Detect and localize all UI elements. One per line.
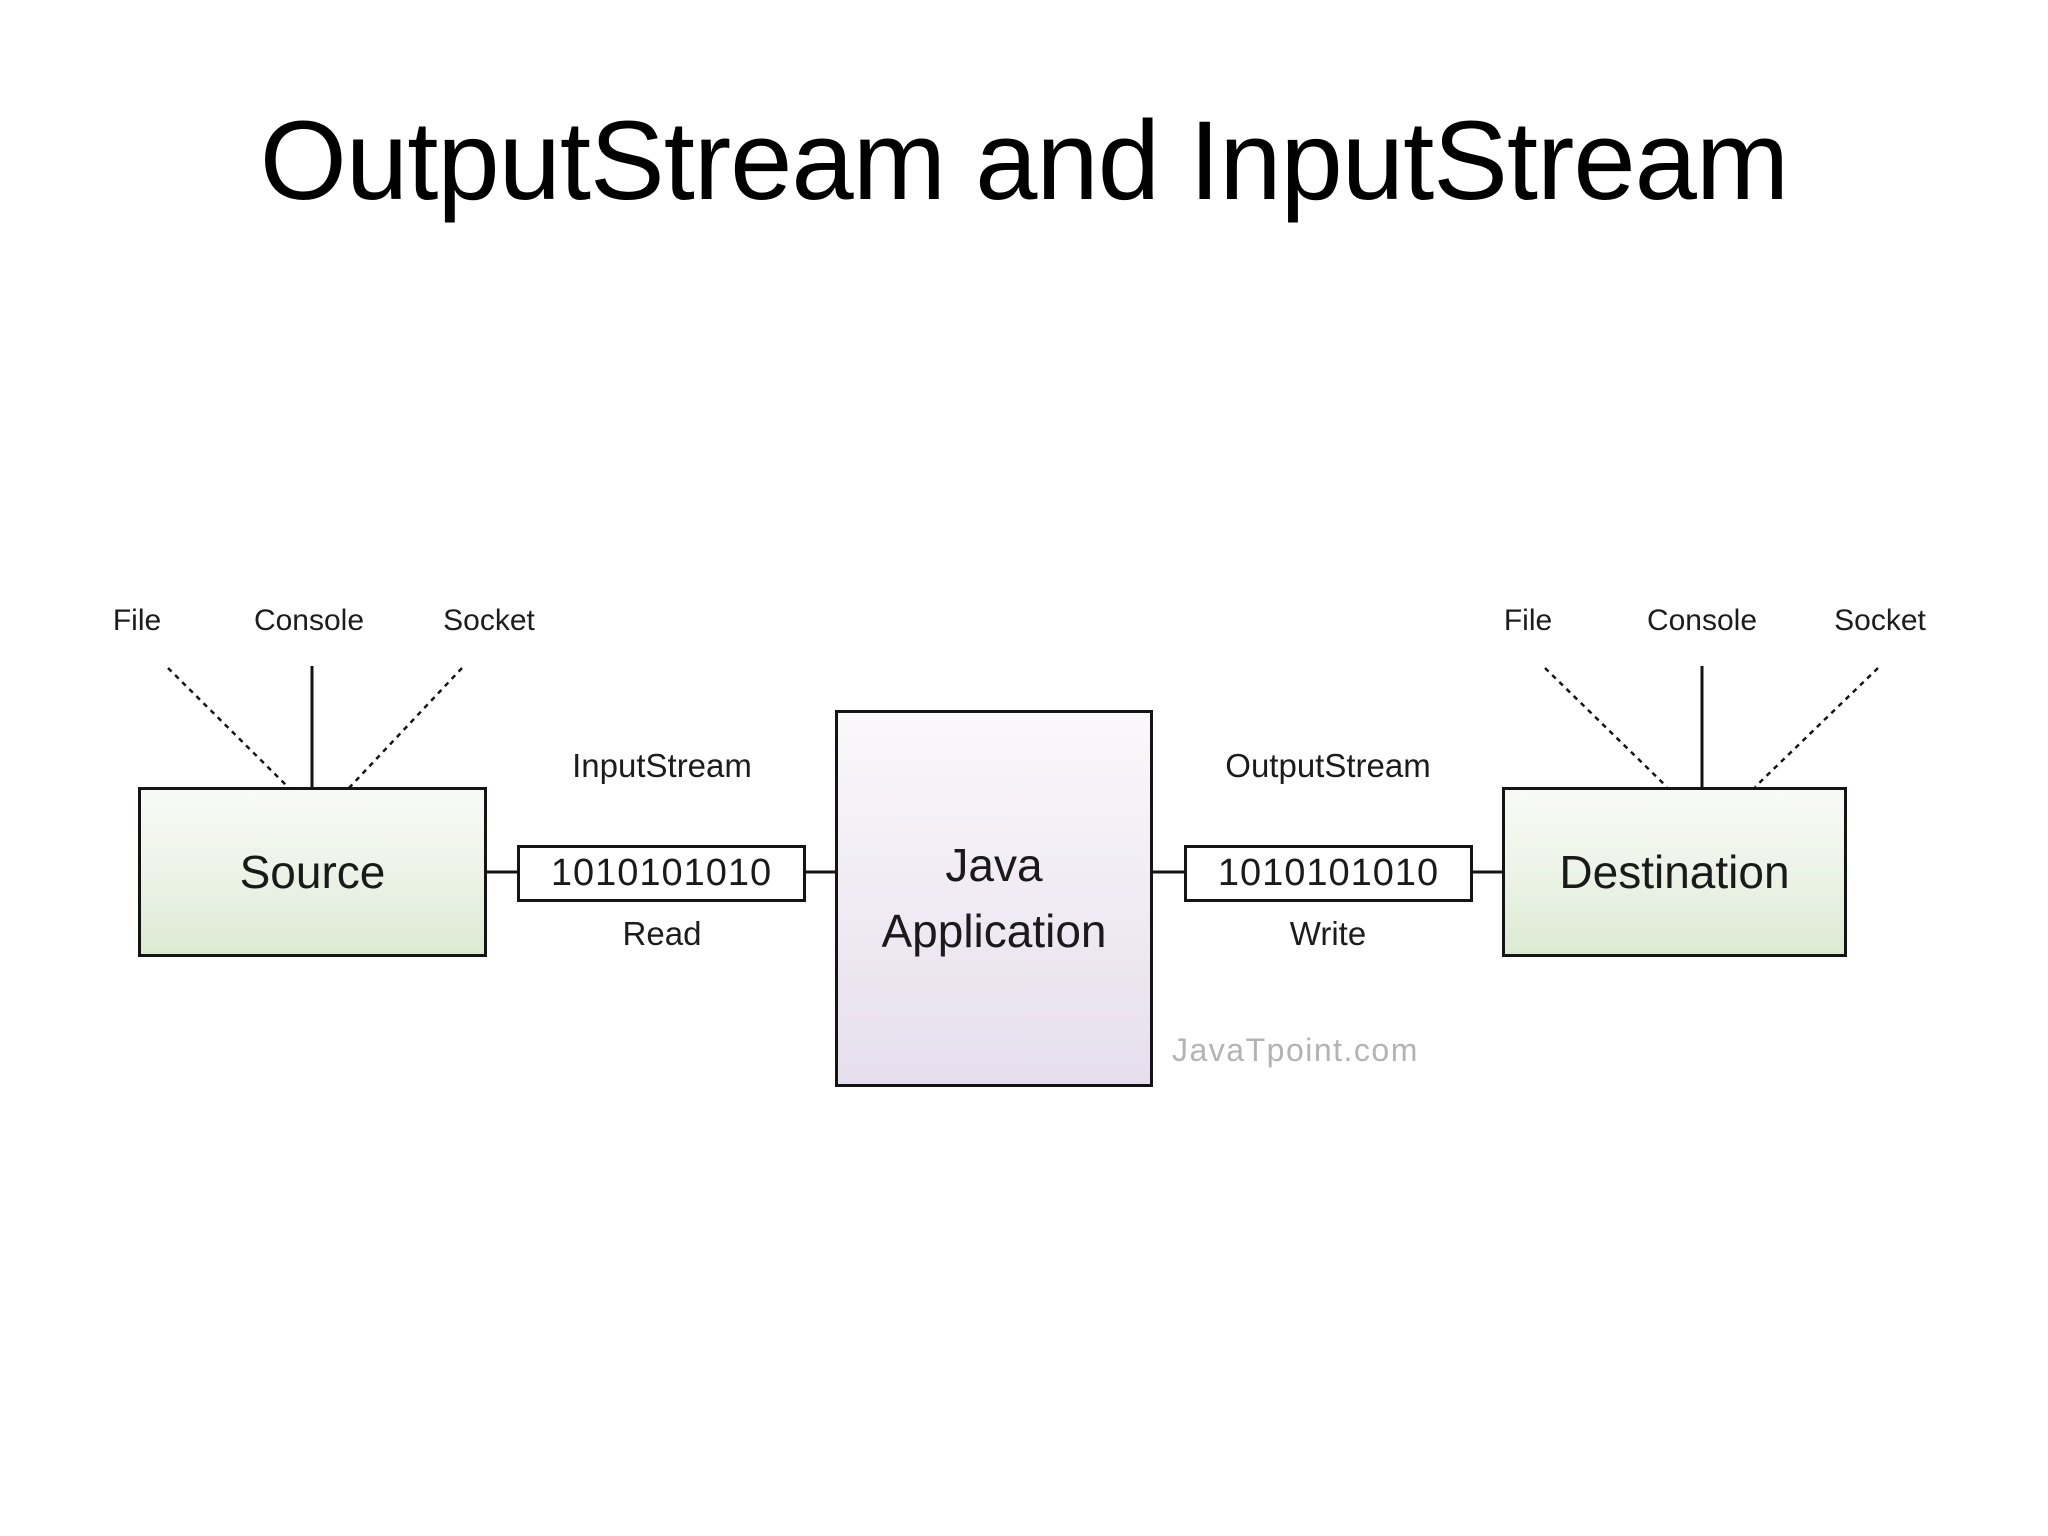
java-application-label: Java Application — [881, 833, 1106, 964]
output-stream-label: OutputStream — [1225, 747, 1431, 784]
input-bits-value: 1010101010 — [550, 852, 773, 894]
java-application-box: Java Application — [835, 710, 1153, 1087]
watermark: JavaTpoint.com — [1172, 1032, 1419, 1068]
source-endpoint-label-console: Console — [253, 604, 365, 637]
destination-box: Destination — [1502, 787, 1847, 957]
input-bits-box: 1010101010 — [517, 845, 806, 902]
dest-endpoint-label-console: Console — [1646, 604, 1758, 637]
read-label: Read — [622, 915, 702, 952]
dest-endpoint-label-socket: Socket — [1834, 604, 1926, 637]
dest-file-line — [1544, 667, 1668, 788]
source-endpoint-label-socket: Socket — [443, 604, 535, 637]
source-file-line — [167, 667, 291, 790]
source-box: Source — [138, 787, 487, 957]
output-bits-value: 1010101010 — [1217, 852, 1440, 894]
dest-socket-line — [1754, 667, 1879, 788]
source-box-label: Source — [239, 846, 386, 898]
write-label: Write — [1289, 915, 1367, 952]
source-endpoint-label-file: File — [112, 604, 162, 637]
output-bits-box: 1010101010 — [1184, 845, 1473, 902]
java-application-label-line1: Java — [945, 839, 1043, 892]
input-stream-label: InputStream — [572, 747, 752, 784]
java-application-label-line2: Application — [881, 904, 1107, 957]
slide-title: OutputStream and InputStream — [259, 98, 1789, 223]
source-socket-line — [347, 667, 463, 790]
dest-endpoint-label-file: File — [1503, 604, 1553, 637]
destination-box-label: Destination — [1559, 846, 1790, 898]
